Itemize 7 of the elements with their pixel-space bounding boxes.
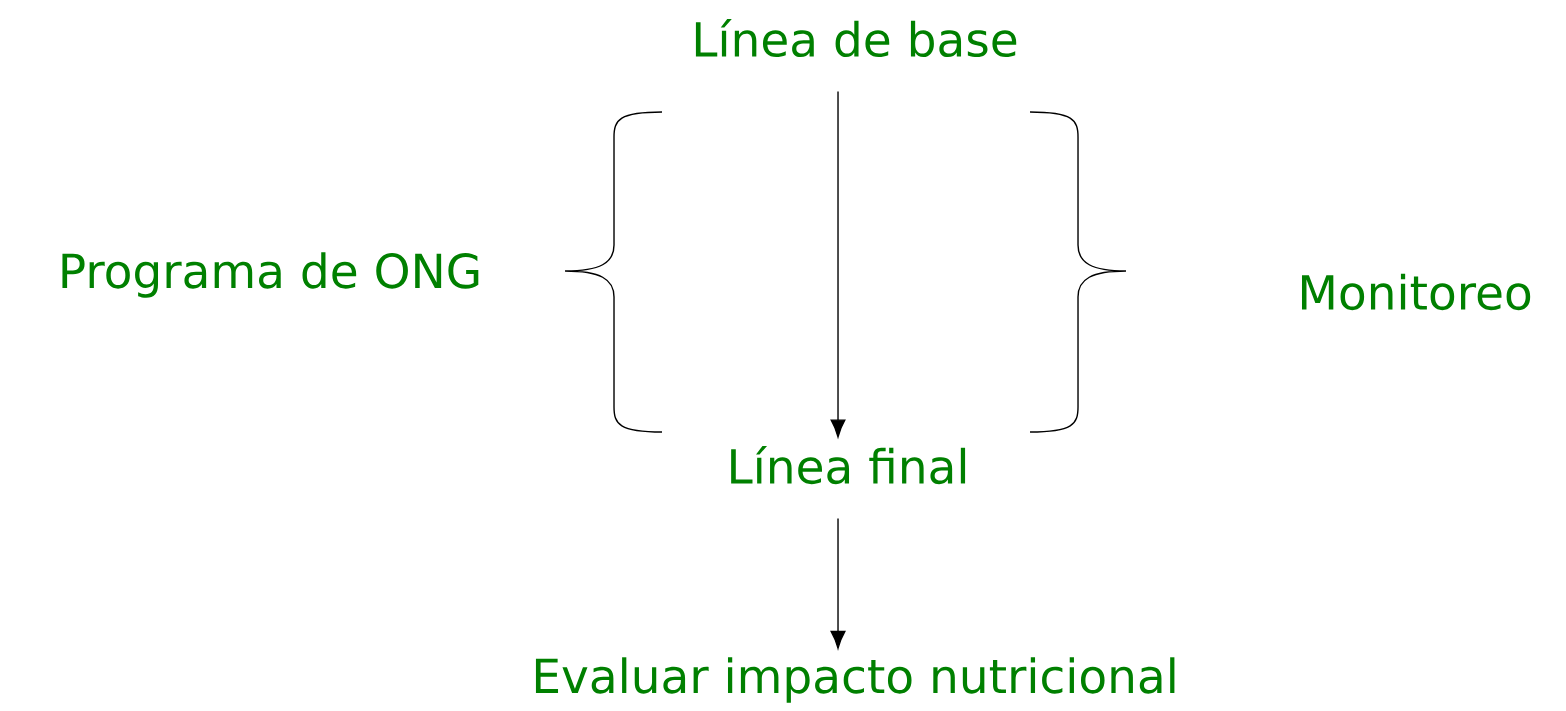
text-label: Línea final: [731, 445, 966, 485]
text-label: Monitoreo: [1302, 273, 1531, 311]
text-label: Línea de base: [695, 18, 1017, 58]
arrow: [830, 90, 846, 438]
text-label: Programa de ONG: [62, 252, 479, 298]
text-label: Evaluar impacto nutricional: [535, 657, 1175, 703]
arrow: [830, 517, 846, 649]
